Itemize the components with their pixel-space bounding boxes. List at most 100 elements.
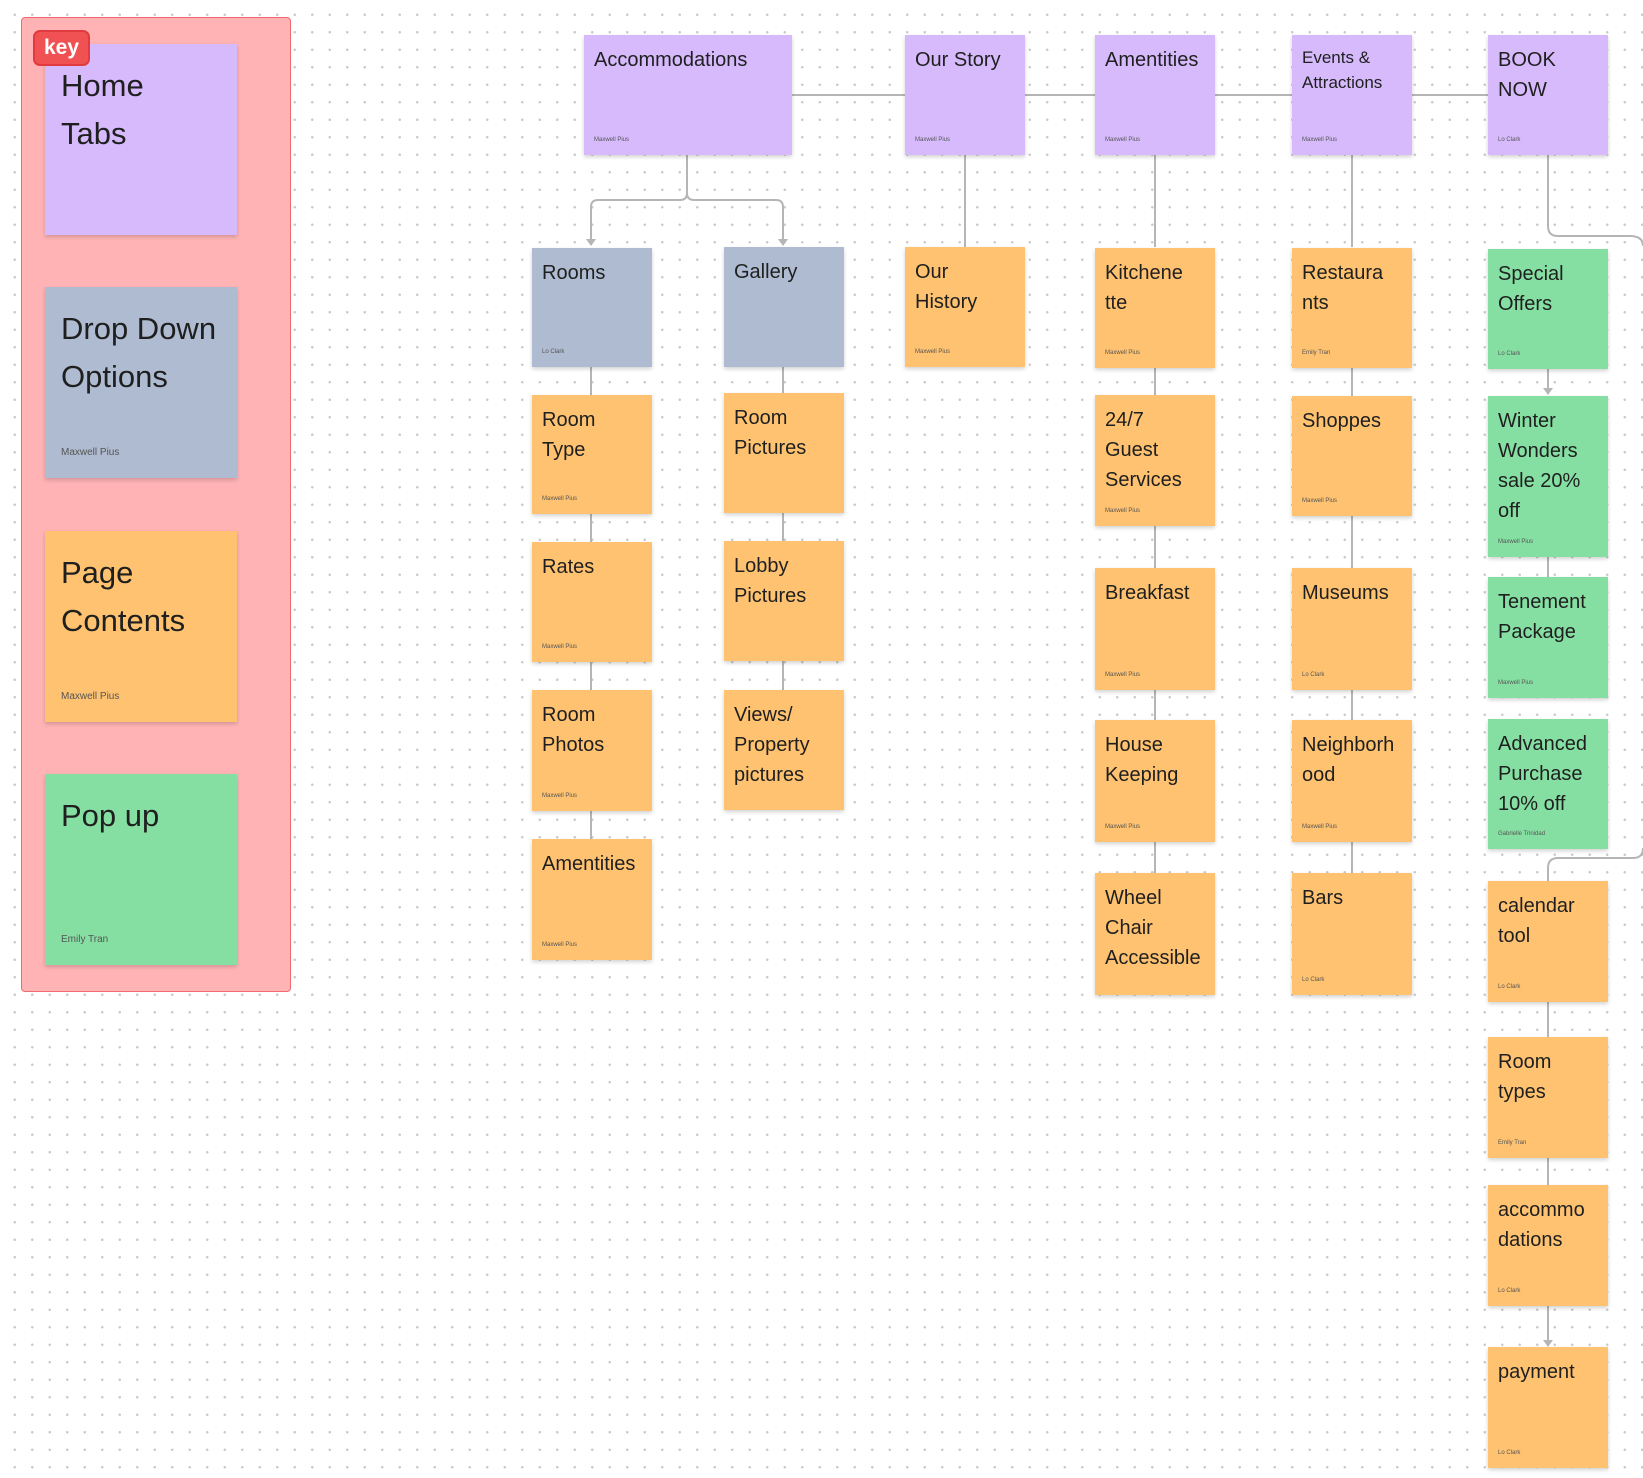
- note-label: Amentities: [542, 853, 636, 875]
- note-author: Emily Tran: [1302, 350, 1331, 356]
- note-label: Page Contents: [61, 555, 186, 638]
- note-author: Maxwell Pius: [1105, 672, 1141, 678]
- note-label: Rooms: [542, 262, 606, 284]
- note-label: payment: [1498, 1361, 1575, 1383]
- note-author: Lo Clark: [1498, 351, 1521, 357]
- note-label: BOOK NOW: [1498, 49, 1556, 101]
- room-types-note[interactable]: Room types Emily Tran: [1488, 1037, 1608, 1158]
- lobby-pictures-note[interactable]: Lobby Pictures: [724, 541, 844, 661]
- note-author: Maxwell Pius: [1302, 137, 1338, 143]
- note-label: Gallery: [734, 261, 798, 283]
- note-label: accommo dations: [1498, 1199, 1585, 1251]
- key-pop-up-note[interactable]: Pop up Emily Tran: [45, 774, 237, 965]
- note-label: Restaura nts: [1302, 262, 1384, 314]
- note-author: Maxwell Pius: [1105, 508, 1141, 514]
- note-author: Maxwell Pius: [542, 644, 578, 650]
- advanced-purchase-popup[interactable]: Advanced Purchase 10% off Gabrielle Trin…: [1488, 719, 1608, 849]
- key-home-tabs-note[interactable]: Home Tabs: [45, 44, 237, 235]
- note-label: Rates: [542, 556, 595, 578]
- kitchenette-note[interactable]: Kitchene tte Maxwell Pius: [1095, 248, 1215, 368]
- room-photos-note[interactable]: Room Photos Maxwell Pius: [532, 690, 652, 811]
- note-label: Pop up: [61, 798, 160, 833]
- note-label: 24/7 Guest Services: [1105, 409, 1182, 491]
- note-author: Gabrielle Trinidad: [1498, 831, 1546, 837]
- note-author: Maxwell Pius: [915, 349, 951, 355]
- note-label: Room Photos: [542, 704, 605, 756]
- note-author: Lo Clark: [1302, 672, 1325, 678]
- rates-note[interactable]: Rates Maxwell Pius: [532, 542, 652, 662]
- museums-note[interactable]: Museums Lo Clark: [1292, 568, 1412, 690]
- note-label: Home Tabs: [61, 68, 144, 151]
- restaurants-note[interactable]: Restaura nts Emily Tran: [1292, 248, 1412, 368]
- note-author: Maxwell Pius: [1105, 824, 1141, 830]
- special-offers-popup[interactable]: Special Offers Lo Clark: [1488, 249, 1608, 369]
- note-label: Shoppes: [1302, 410, 1381, 432]
- tab-events-attractions[interactable]: Events & Attractions Maxwell Pius: [1292, 35, 1412, 155]
- calendar-tool-note[interactable]: calendar tool Lo Clark: [1488, 881, 1608, 1002]
- tenement-package-popup[interactable]: Tenement Package Maxwell Pius: [1488, 577, 1608, 698]
- accommodations-note[interactable]: accommo dations Lo Clark: [1488, 1185, 1608, 1306]
- key-drop-down-note[interactable]: Drop Down Options Maxwell Pius: [45, 287, 237, 478]
- note-author: Maxwell Pius: [1498, 539, 1534, 545]
- note-author: Maxwell Pius: [1105, 137, 1141, 143]
- note-author: Maxwell Pius: [1498, 680, 1534, 686]
- note-label: Advanced Purchase 10% off: [1498, 733, 1587, 815]
- note-author: Maxwell Pius: [594, 137, 630, 143]
- note-label: House Keeping: [1105, 734, 1179, 786]
- note-label: Breakfast: [1105, 582, 1190, 604]
- room-amentities-note[interactable]: Amentities Maxwell Pius: [532, 839, 652, 960]
- note-label: Our History: [915, 261, 978, 313]
- note-label: Accommodations: [594, 49, 748, 71]
- note-author: Maxwell Pius: [542, 942, 578, 948]
- shoppes-note[interactable]: Shoppes Maxwell Pius: [1292, 396, 1412, 516]
- views-property-pictures-note[interactable]: Views/ Property pictures: [724, 690, 844, 810]
- note-author: Lo Clark: [1498, 984, 1521, 990]
- neighborhood-note[interactable]: Neighborh ood Maxwell Pius: [1292, 720, 1412, 842]
- note-author: Maxwell Pius: [1105, 350, 1141, 356]
- rooms-dropdown[interactable]: Rooms Lo Clark: [532, 248, 652, 367]
- note-label: Amentities: [1105, 49, 1199, 71]
- note-label: Views/ Property pictures: [734, 704, 810, 786]
- tab-our-story[interactable]: Our Story Maxwell Pius: [905, 35, 1025, 155]
- tab-book-now[interactable]: BOOK NOW Lo Clark: [1488, 35, 1608, 155]
- note-label: Lobby Pictures: [734, 555, 807, 607]
- note-author: Maxwell Pius: [542, 496, 578, 502]
- note-label: Room Pictures: [734, 407, 807, 459]
- guest-services-note[interactable]: 24/7 Guest Services Maxwell Pius: [1095, 395, 1215, 526]
- note-author: Lo Clark: [1498, 1288, 1521, 1294]
- note-label: calendar tool: [1498, 895, 1575, 947]
- key-label: key: [33, 30, 90, 66]
- note-label: Our Story: [915, 49, 1001, 71]
- note-label: Drop Down Options: [61, 311, 217, 394]
- tab-amentities[interactable]: Amentities Maxwell Pius: [1095, 35, 1215, 155]
- note-author: Maxwell Pius: [1302, 824, 1338, 830]
- note-author: Lo Clark: [542, 349, 565, 355]
- house-keeping-note[interactable]: House Keeping Maxwell Pius: [1095, 720, 1215, 842]
- breakfast-note[interactable]: Breakfast Maxwell Pius: [1095, 568, 1215, 690]
- gallery-dropdown[interactable]: Gallery: [724, 247, 844, 367]
- our-history-note[interactable]: Our History Maxwell Pius: [905, 247, 1025, 367]
- wheelchair-accessible-note[interactable]: Wheel Chair Accessible: [1095, 873, 1215, 995]
- note-author: Lo Clark: [1498, 1450, 1521, 1456]
- key-page-contents-note[interactable]: Page Contents Maxwell Pius: [45, 531, 237, 722]
- room-pictures-note[interactable]: Room Pictures: [724, 393, 844, 513]
- note-author: Maxwell Pius: [542, 793, 578, 799]
- note-label: Special Offers: [1498, 263, 1564, 315]
- room-type-note[interactable]: Room Type Maxwell Pius: [532, 395, 652, 514]
- bars-note[interactable]: Bars Lo Clark: [1292, 873, 1412, 995]
- note-label: Room types: [1498, 1051, 1552, 1103]
- note-author: Lo Clark: [1498, 137, 1521, 143]
- payment-note[interactable]: payment Lo Clark: [1488, 1347, 1608, 1468]
- note-label: Wheel Chair Accessible: [1105, 887, 1201, 969]
- note-label: Neighborh ood: [1302, 734, 1395, 786]
- note-author: Maxwell Pius: [61, 691, 120, 702]
- note-label: Events & Attractions: [1302, 48, 1383, 92]
- note-label: Bars: [1302, 887, 1344, 909]
- note-author: Maxwell Pius: [1302, 498, 1338, 504]
- note-author: Maxwell Pius: [915, 137, 951, 143]
- winter-wonders-popup[interactable]: Winter Wonders sale 20% off Maxwell Pius: [1488, 396, 1608, 557]
- note-label: Kitchene tte: [1105, 262, 1183, 314]
- note-label: Winter Wonders sale 20% off: [1498, 410, 1581, 522]
- tab-accommodations[interactable]: Accommodations Maxwell Pius: [584, 35, 792, 155]
